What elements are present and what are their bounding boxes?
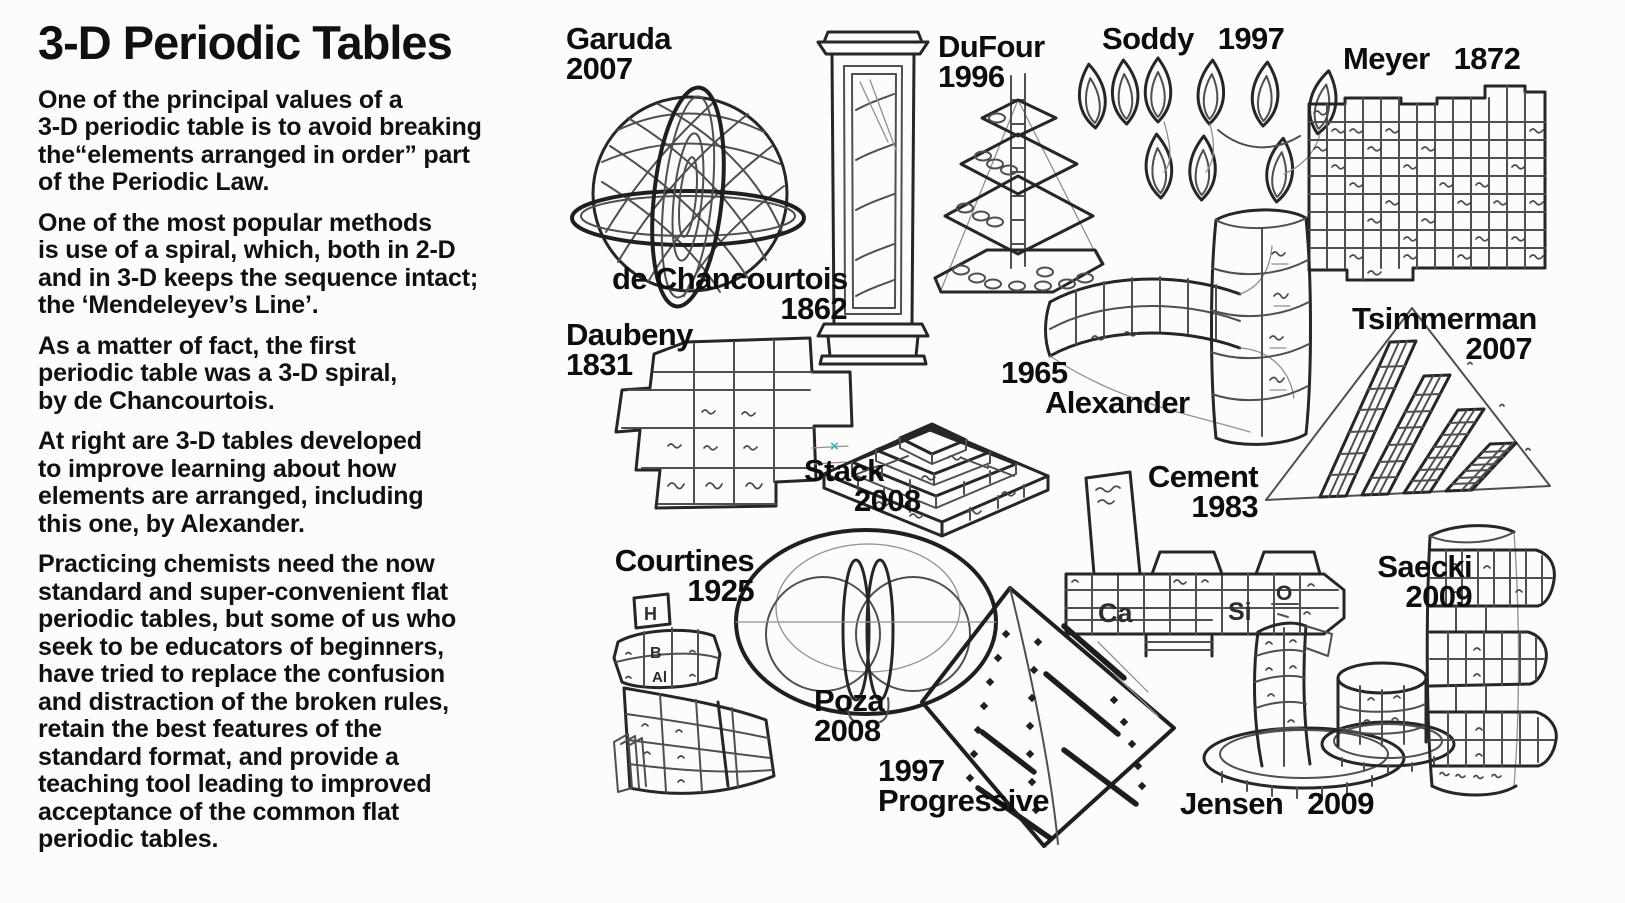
label-cement: Cement 1983 — [1128, 459, 1259, 524]
label-saecki: Saecki 2009 — [1360, 549, 1472, 614]
label-daubeny: Daubeny 1831 — [566, 317, 693, 382]
paragraph-5: Practicing chemists need the now standar… — [38, 550, 457, 854]
cement-net-sketch: Ca Si O — [1064, 470, 1346, 658]
figure-year: 1965 — [1001, 355, 1068, 390]
figure-year: 2007 — [1465, 331, 1532, 366]
figure-year: 2009 — [1307, 786, 1374, 821]
label-chancourtois: de Chancourtois 1862 — [612, 261, 848, 326]
label-alexander: 1965 Alexander — [1001, 355, 1190, 420]
figure-name: Soddy — [1102, 21, 1194, 56]
element-symbol-si: Si — [1228, 598, 1252, 626]
stack-pyramid-sketch — [822, 422, 1050, 538]
figure-name: DuFour — [938, 29, 1045, 64]
poza-torus-sketch — [734, 528, 998, 723]
label-garuda: Garuda 2007 — [566, 21, 672, 86]
label-progressive: 1997 Progressive — [878, 753, 1050, 818]
progressive-pyramid-sketch — [920, 586, 1176, 848]
alexander-ribbon-sketch — [1044, 208, 1312, 446]
jensen-cylinders-sketch — [1202, 621, 1456, 799]
label-tsimmerman: Tsimmerman 2007 — [1352, 301, 1537, 366]
label-soddy: Soddy 1997 — [1102, 21, 1285, 56]
figure-year: 1862 — [780, 291, 847, 326]
figure-name: Poza — [814, 683, 885, 718]
label-meyer: Meyer 1872 — [1343, 41, 1521, 76]
courtines-tower-sketch: H B Al — [612, 592, 776, 795]
daubeny-steps-sketch — [614, 336, 854, 510]
label-jensen: Jensen 2009 — [1180, 786, 1374, 821]
figure-name: Garuda — [566, 21, 672, 56]
saecki-cylinder-sketch — [1425, 524, 1558, 797]
meyer-table-sketch — [1307, 84, 1547, 282]
element-symbol-ca: Ca — [1098, 598, 1133, 628]
figure-name: Courtines — [614, 543, 755, 578]
paragraph-3: As a matter of fact, the first periodic … — [38, 331, 398, 415]
element-symbol-h: H — [644, 604, 657, 624]
figure-year: 1997 — [1217, 21, 1285, 56]
chancourtois-column-sketch — [816, 30, 930, 366]
figure-name: de Chancourtois — [612, 261, 848, 296]
figure-year: 2009 — [1405, 579, 1472, 614]
figure-name: Stack — [804, 453, 884, 488]
figure-name: Jensen — [1180, 786, 1284, 821]
article-column: 3-D Periodic Tables One of the principal… — [38, 16, 586, 867]
figure-year: 2007 — [566, 51, 633, 86]
figure-year: 2008 — [854, 483, 921, 518]
dufour-tree-sketch — [933, 73, 1105, 294]
element-symbol-o: O — [1276, 582, 1292, 605]
figure-name: Meyer — [1343, 41, 1430, 76]
soddy-loops-sketch — [1077, 56, 1338, 204]
figure-name: Daubeny — [566, 317, 693, 352]
figure-name: Tsimmerman — [1352, 301, 1537, 336]
figure-name: Cement — [1147, 459, 1259, 494]
paragraph-2: One of the most popular methods is use o… — [38, 208, 478, 320]
figure-name: Alexander — [1045, 385, 1190, 420]
figure-year: 2008 — [814, 713, 881, 748]
label-courtines: Courtines 1925 — [590, 543, 755, 608]
label-dufour: DuFour 1996 — [938, 29, 1045, 94]
garuda-sphere-sketch — [570, 85, 806, 309]
figure-name: Progressive — [878, 783, 1050, 818]
element-symbol-al: Al — [652, 669, 667, 686]
figure-year: 1983 — [1191, 489, 1258, 524]
stray-cursor-mark: × — [830, 438, 839, 455]
figure-year: 1997 — [878, 753, 945, 788]
paragraph-4: At right are 3-D tables developed to imp… — [38, 427, 424, 538]
figure-year: 1996 — [938, 59, 1005, 94]
element-symbol-b: B — [650, 645, 662, 662]
figure-year: 1872 — [1453, 41, 1521, 76]
figure-year: 1831 — [566, 347, 633, 382]
label-stack: Stack 2008 — [804, 453, 921, 518]
paragraph-1: One of the principal values of a 3-D per… — [38, 85, 482, 197]
figure-year: 1925 — [687, 573, 754, 608]
figure-name: Saecki — [1377, 549, 1472, 584]
tsimmerman-tetrahedron-sketch — [1265, 307, 1551, 501]
page-title: 3-D Periodic Tables — [38, 16, 453, 69]
label-poza: Poza 2008 — [814, 683, 885, 748]
